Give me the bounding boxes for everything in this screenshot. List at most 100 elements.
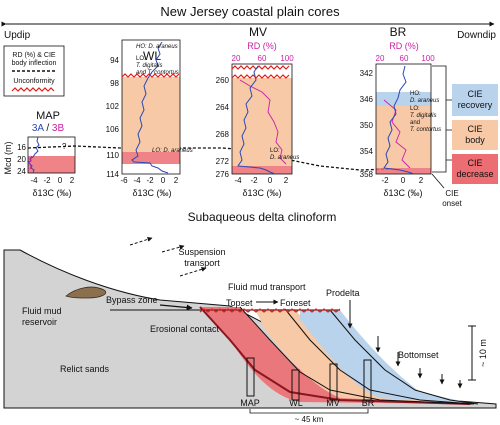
mv-decrease-zone <box>232 166 292 174</box>
fluid-mud-transport-label: Fluid mud transport <box>228 282 306 292</box>
br-xtick-1: -2 <box>381 176 389 185</box>
br-lo-taxa-2: T. contortus <box>410 127 441 133</box>
br-xtick-3: 2 <box>419 176 424 185</box>
updip-downdip-axis: Updip Downdip <box>1 21 496 41</box>
cie-body-box <box>452 120 498 150</box>
cie-onset-label-2: onset <box>442 199 462 208</box>
cie-recovery-label-2: recovery <box>458 100 493 110</box>
mv-xtick-3: 0 <box>268 176 273 185</box>
legend-unconformity-symbol <box>11 87 55 92</box>
clino-layer-orange <box>255 309 470 404</box>
clino-layer-blue <box>300 310 475 404</box>
mv-ytick-276: 276 <box>216 170 230 179</box>
prodelta-label: Prodelta <box>326 288 360 298</box>
mv-xlabel: δ13C (‰) <box>242 188 281 198</box>
wl-lo2-label: LO: D. araneus <box>152 148 193 154</box>
bottomset-label: Bottomset <box>398 350 439 360</box>
mv-d13c-curve <box>237 65 276 175</box>
wl-lo-taxa-1: T. digitalis <box>136 63 162 69</box>
clino-line-4 <box>329 309 479 405</box>
cie-decrease-label-2: decrease <box>456 169 493 179</box>
map-ytick-20: 20 <box>17 155 26 164</box>
br-rd-tick-1: 20 <box>376 54 385 63</box>
mv-ytick-268: 268 <box>216 130 230 139</box>
legend-rd-label-2: body inflection <box>12 60 57 67</box>
mv-lo-label: LO: <box>270 148 280 154</box>
delta-diagram: Subaqueous delta clinoform Fluid mud res… <box>3 210 497 424</box>
map-ytick-16: 16 <box>17 143 26 152</box>
clino-line-2 <box>239 306 473 405</box>
map-xtick-3: 0 <box>58 176 63 185</box>
wl-unconformity <box>121 73 180 78</box>
mv-body-zone <box>232 78 292 166</box>
erosional-contact-label: Erosional contact <box>150 324 220 334</box>
suspension-arrow-3 <box>179 266 207 277</box>
wl-ytick-110: 110 <box>106 151 119 160</box>
wl-xlabel: δ13C (‰) <box>132 188 171 198</box>
map-d13c-curve <box>27 136 40 174</box>
cie-body-label-2: body <box>465 135 485 145</box>
core-column-wl <box>291 369 300 401</box>
mv-rd-title: RD (%) <box>247 41 277 51</box>
distance-label: ~ 45 km <box>295 415 324 424</box>
mv-rd-tick-3: 100 <box>280 54 294 63</box>
cie-legend: CIE recovery CIE body CIE decrease CIE o… <box>431 84 498 208</box>
site-label-wl: WL <box>289 398 303 408</box>
wl-lo-label: LO: <box>136 56 146 62</box>
map-subtitle-a: 3A <box>32 123 45 134</box>
fluid-mud-reservoir-label-2: reservoir <box>22 317 57 327</box>
br-ytick-346: 346 <box>360 95 374 104</box>
suspension-label-1: Suspension <box>178 247 225 257</box>
wl-ytick-94: 94 <box>110 56 119 65</box>
br-ytick-358: 358 <box>360 170 374 179</box>
bypass-zone-label: Bypass zone <box>106 295 158 305</box>
wl-decrease-zone <box>122 152 180 164</box>
mv-rd-curve <box>239 79 287 165</box>
downdip-label: Downdip <box>457 30 496 41</box>
wl-ytick-98: 98 <box>110 79 119 88</box>
br-lo-and: and <box>410 120 420 126</box>
figure-title: New Jersey coastal plain cores <box>160 4 340 19</box>
core-column-map <box>246 357 255 397</box>
bypass-zone-arrow <box>159 304 193 311</box>
wl-xtick-4: 0 <box>161 176 166 185</box>
mv-ytick-260: 260 <box>216 76 230 85</box>
br-xlabel: δ13C (‰) <box>383 188 422 198</box>
vertical-scale-bar: ~ 10 m <box>468 325 488 381</box>
map-ytick-24: 24 <box>17 167 26 176</box>
rd-inflection-dashed-line <box>27 145 393 171</box>
wl-xtick-5: 2 <box>174 176 179 185</box>
wl-ho-label: HO: D. araneus <box>136 44 178 50</box>
wl-lo-taxa-2: and T. contortus <box>136 70 179 76</box>
wl-xtick-2: -4 <box>133 176 141 185</box>
mv-unconformity-2 <box>231 74 290 79</box>
br-lo-label: LO: <box>410 106 420 112</box>
cie-onset-pointer <box>431 173 445 189</box>
clino-line-3 <box>284 308 475 405</box>
delta-title: Subaqueous delta clinoform <box>188 210 337 224</box>
map-decrease-zone <box>28 156 75 173</box>
br-rd-tick-3: 100 <box>421 54 435 63</box>
core-site-columns <box>246 357 372 401</box>
legend-box: RD (%) & CIE body inflection Unconformit… <box>3 45 65 97</box>
br-ytick-342: 342 <box>360 69 374 78</box>
foreset-label: Foreset <box>280 298 311 308</box>
mv-xtick-4: 2 <box>284 176 289 185</box>
br-ho-taxa: D. araneus <box>410 98 439 104</box>
core-column-br <box>363 359 372 401</box>
erosional-contact-line <box>199 308 341 313</box>
br-body-zone <box>376 106 431 168</box>
suspension-label-2: transport <box>184 258 220 268</box>
map-title: MAP <box>36 110 60 122</box>
core-column-mv <box>329 363 338 401</box>
map-xtick-4: 2 <box>70 176 75 185</box>
scale-label: ~ 10 m <box>478 339 488 367</box>
cie-decrease-box <box>452 154 498 184</box>
legend-rd-label: RD (%) & CIE <box>12 52 56 59</box>
wl-panel: WL HO: D. araneus LO: T. digitalis and T… <box>106 39 193 198</box>
site-label-br: BR <box>362 398 375 408</box>
updip-label: Updip <box>4 30 31 41</box>
map-panel: MAP 3A / 3B ? Mcd (m) 16 20 24 -4 -2 0 2… <box>3 110 76 198</box>
map-ylabel: Mcd (m) <box>3 142 13 175</box>
